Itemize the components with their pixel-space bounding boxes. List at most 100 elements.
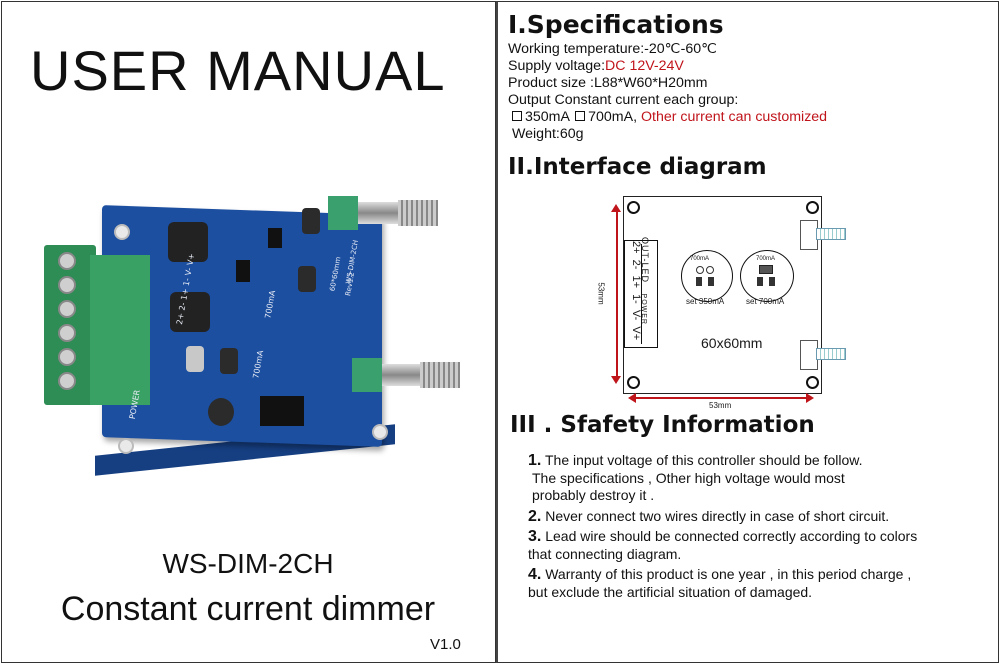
pin-label: 2- (630, 259, 642, 270)
manual-title: USER MANUAL (30, 39, 446, 102)
version-label: V1.0 (430, 636, 461, 653)
safety-item: 4. Warranty of this product is one year … (528, 566, 993, 584)
pin-label: 2+ (630, 241, 642, 254)
diagram-board-size: 60x60mm (701, 335, 763, 351)
dimension-horizontal-label: 53mm (709, 401, 732, 410)
mounting-hole (114, 224, 130, 240)
safety-text: Warranty of this product is one year , i… (545, 566, 912, 582)
diagram-connector-divider (641, 244, 657, 344)
pot-shaft (382, 364, 432, 386)
spec-weight: Weight:60g (512, 126, 584, 142)
safety-num: 2. (528, 507, 542, 525)
terminal-block-body (90, 255, 150, 405)
diagram-pot-shaft (816, 348, 846, 360)
jumper-700-circle (740, 250, 794, 302)
mounting-hole (372, 424, 388, 440)
safety-text-cont: but exclude the artificial situation of … (528, 583, 813, 600)
spec-supply-label: Supply voltage: (508, 58, 606, 74)
terminal-screw (58, 372, 76, 390)
pad-icon (708, 277, 714, 286)
product-name: Constant current dimmer (60, 590, 436, 628)
diagram-mount-hole (806, 201, 819, 214)
left-panel (1, 1, 496, 663)
pin-label: V- (630, 309, 642, 321)
pcb-pin-label: V- (183, 267, 194, 277)
arrow-left-icon (628, 393, 636, 403)
option-350: 350mA (525, 109, 570, 125)
checkbox-700-icon (575, 111, 586, 121)
safety-list: 1. The input voltage of this controller … (528, 452, 993, 601)
pin-label: 1+ (630, 275, 642, 288)
safety-heading: III . Sfafety Information (510, 412, 815, 438)
safety-item: 2. Never connect two wires directly in c… (528, 508, 993, 526)
safety-text: Never connect two wires directly in case… (545, 507, 890, 524)
potentiometer (352, 358, 382, 392)
pcb-pin-label: 1- (181, 277, 193, 287)
mounting-hole (118, 438, 134, 454)
diagram-mount-hole (627, 201, 640, 214)
terminal-screw (58, 324, 76, 342)
dimension-arrow-horizontal (632, 397, 810, 399)
interface-heading: II.Interface diagram (508, 154, 767, 180)
diode (236, 260, 250, 282)
spec-size: Product size :L88*W60*H20mm (508, 75, 708, 91)
pot-knob (398, 200, 438, 226)
pad-icon (696, 266, 704, 274)
safety-text-cont: The specifications , Other high voltage … (532, 469, 845, 486)
pad-icon (769, 277, 775, 286)
spec-supply: Supply voltage:DC 12V-24V (508, 58, 684, 75)
inductor (170, 292, 210, 332)
pcb-pin-label: 1+ (179, 287, 191, 301)
arrow-down-icon (611, 376, 621, 384)
capacitor (298, 266, 316, 292)
diagram-pot-shaft (816, 228, 846, 240)
safety-num: 3. (528, 528, 542, 545)
safety-text-cont: probably destroy it . (532, 487, 655, 503)
safety-text-cont: that connecting diagram. (528, 545, 682, 562)
right-panel (496, 1, 999, 663)
regulator-ic (260, 396, 304, 426)
terminal-screw (58, 300, 76, 318)
capacitor (186, 346, 204, 372)
safety-item: 3. Lead wire should be connected correct… (528, 528, 993, 546)
jumper-350-label: set 350mA (686, 297, 725, 306)
capacitor (208, 398, 234, 426)
diagram-mount-hole (806, 376, 819, 389)
pot-knob (420, 362, 460, 388)
spec-temperature: Working temperature:-20℃-60℃ (508, 41, 718, 57)
spec-output: Output Constant current each group: (508, 92, 739, 108)
arrow-right-icon (806, 393, 814, 403)
jumper-350-top: 700mA (690, 256, 710, 262)
safety-num: 1. (528, 452, 542, 469)
diagram-pin-labels: 2+ 2- 1+ 1- V- V+ (630, 241, 642, 341)
checkbox-350-icon (512, 111, 522, 121)
dimension-arrow-vertical (616, 208, 618, 380)
pad-icon (696, 277, 702, 286)
inductor (168, 222, 208, 262)
potentiometer (328, 196, 358, 230)
pcb-pin-label: 2- (177, 301, 188, 312)
spec-custom-note: Other current can customized (640, 109, 828, 125)
diode (268, 228, 282, 248)
pin-label: 1- (630, 294, 642, 304)
spec-current-options: 350mA 700mA, Other current can customize… (512, 109, 827, 126)
pin-label: V+ (630, 326, 642, 341)
dimension-vertical-label: 53mm (596, 282, 606, 305)
jumper-700-label: set 700mA (746, 297, 785, 306)
terminal-screw (58, 276, 76, 294)
pad-icon (706, 266, 714, 274)
terminal-screw (58, 252, 76, 270)
pad-icon (759, 265, 773, 274)
terminal-screw (58, 348, 76, 366)
jumper-350-circle (681, 250, 733, 302)
pad-icon (757, 277, 763, 286)
safety-text: The input voltage of this controller sho… (544, 452, 863, 468)
safety-text: Lead wire should be connected correctly … (545, 528, 918, 544)
pcb-pin-label: 2+ (174, 312, 186, 326)
spec-supply-value: DC 12V-24V (605, 58, 684, 74)
capacitor (220, 348, 238, 374)
pot-shaft (358, 202, 408, 224)
arrow-up-icon (611, 204, 621, 212)
safety-item: 1. The input voltage of this controller … (528, 452, 993, 470)
safety-num: 4. (528, 566, 542, 583)
